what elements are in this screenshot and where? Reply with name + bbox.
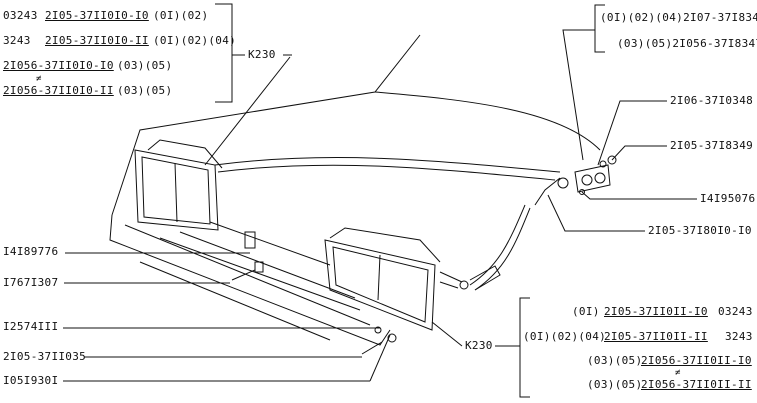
variant-codes: (0I)(02)(04) bbox=[523, 330, 607, 343]
car-body bbox=[109, 34, 601, 346]
part-number: 2I05-37II0II-II bbox=[604, 330, 708, 343]
part-number: 2I056-37II0II-I0 bbox=[641, 354, 752, 367]
variant-codes: (0I) bbox=[572, 305, 600, 318]
small-parts bbox=[231, 155, 617, 355]
variant-codes: (0I)(02)(04) bbox=[153, 34, 237, 47]
part-number: 2I056-37II0I0-II bbox=[3, 84, 114, 97]
part-reference: (03)(05)2I056-37I8347 bbox=[617, 37, 757, 50]
not-equal-mark: ≠ bbox=[36, 74, 42, 84]
catalog-number: 3243 bbox=[3, 34, 31, 47]
callout-k230: K230 bbox=[248, 48, 276, 61]
catalog-number: 03243 bbox=[3, 9, 38, 22]
callout-label: 2I05-37I8349 bbox=[670, 139, 754, 152]
callout-label: 2I05-37II035 bbox=[3, 350, 87, 363]
variant-codes: (03)(05) bbox=[117, 59, 173, 72]
headlamp-left bbox=[134, 139, 223, 231]
callout-label: I767I307 bbox=[3, 276, 59, 289]
leader-lines bbox=[63, 3, 697, 398]
callout-label: 2I05-37I80I0-I0 bbox=[648, 224, 752, 237]
part-number: 2I05-37II0II-I0 bbox=[604, 305, 708, 318]
variant-codes: (03)(05) bbox=[587, 378, 643, 391]
part-number: 2I05-37II0I0-II bbox=[45, 34, 149, 47]
catalog-number: 03243 bbox=[718, 305, 753, 318]
variant-codes: (0I)(02) bbox=[153, 9, 209, 22]
callout-label: I2574III bbox=[3, 320, 59, 333]
callout-label: I05I930I bbox=[3, 374, 59, 387]
part-number: 2I056-37II0I0-I0 bbox=[3, 59, 114, 72]
part-number: 2I05-37II0I0-I0 bbox=[45, 9, 149, 22]
part-reference: (0I)(02)(04)2I07-37I8347 bbox=[600, 11, 757, 24]
callout-label: 2I06-37I0348 bbox=[670, 94, 754, 107]
not-equal-mark: ≠ bbox=[675, 368, 681, 378]
catalog-number: 3243 bbox=[725, 330, 753, 343]
callout-label: I4I89776 bbox=[3, 245, 59, 258]
callout-label: I4I95076 bbox=[700, 192, 756, 205]
callout-k230: K230 bbox=[465, 339, 493, 352]
variant-codes: (03)(05) bbox=[117, 84, 173, 97]
headlamp-right bbox=[324, 227, 469, 331]
part-number: 2I056-37II0II-II bbox=[641, 378, 752, 391]
variant-codes: (03)(05) bbox=[587, 354, 643, 367]
